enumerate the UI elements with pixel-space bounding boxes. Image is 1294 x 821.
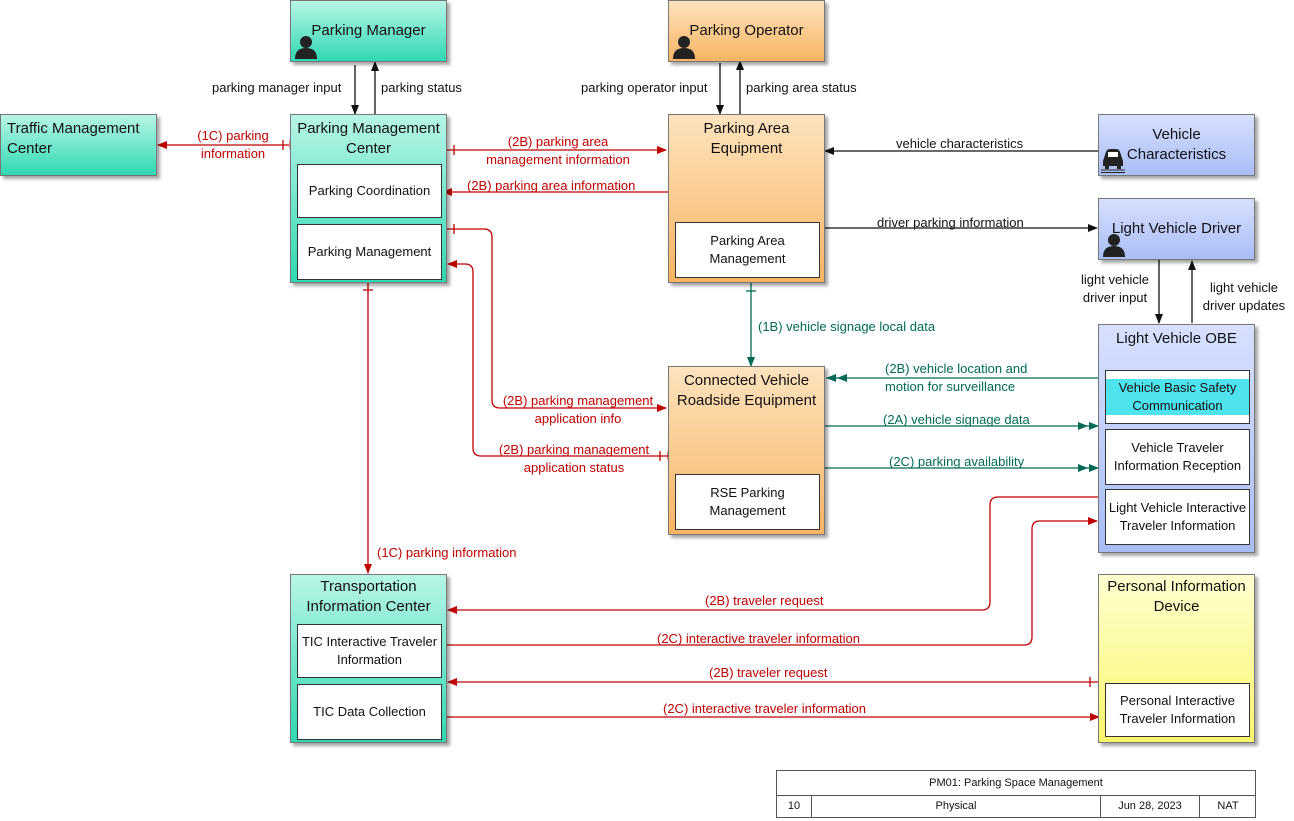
node-light-vehicle-obe-label: Light Vehicle OBE <box>1116 330 1237 347</box>
node-transportation-information-center-label: Transportation Information Center <box>306 578 431 615</box>
subsystem-personal-interactive-traveler-information[interactable]: Personal Interactive Traveler Informatio… <box>1105 683 1250 737</box>
subsystem-vehicle-traveler-information-reception-label: Vehicle Traveler Information Reception <box>1113 440 1242 473</box>
subsystem-parking-coordination[interactable]: Parking Coordination <box>297 164 442 218</box>
title-block-number: 10 <box>777 795 812 818</box>
flow-label-vehicle-characteristics: vehicle characteristics <box>896 136 1024 151</box>
vehicle-icon <box>1101 149 1125 173</box>
node-parking-operator[interactable]: Parking Operator <box>668 0 825 62</box>
subsystem-vehicle-basic-safety-communication-label: Vehicle Basic Safety Communication <box>1106 379 1249 415</box>
subsystem-lv-interactive-traveler-information-label: Light Vehicle Interactive Traveler Infor… <box>1108 500 1247 533</box>
node-parking-manager[interactable]: Parking Manager <box>290 0 447 62</box>
flow-label-pm-application-status: (2B) parking management application stat… <box>498 442 650 475</box>
flow-line-pm-application-info <box>444 228 667 412</box>
node-light-vehicle-obe[interactable]: Light Vehicle OBE Vehicle Basic Safety C… <box>1098 324 1255 553</box>
subsystem-parking-management[interactable]: Parking Management <box>297 224 442 280</box>
flow-label-parking-availability: (2C) parking availability <box>889 454 1025 469</box>
subsystem-tic-data-collection[interactable]: TIC Data Collection <box>297 684 442 740</box>
node-personal-information-device-label: Personal Information Device <box>1107 578 1246 615</box>
flow-label-traveler-request-pid: (2B) traveler request <box>709 665 828 680</box>
flow-label-vehicle-signage-data: (2A) vehicle signage data <box>883 412 1030 427</box>
flow-label-vehicle-location-motion: (2B) vehicle location and motion for sur… <box>885 361 1028 394</box>
node-parking-operator-label: Parking Operator <box>689 22 804 39</box>
flow-label-parking-area-status: parking area status <box>746 80 857 95</box>
node-parking-management-center[interactable]: Parking Management Center Parking Coordi… <box>290 114 447 283</box>
node-light-vehicle-driver[interactable]: Light Vehicle Driver <box>1098 198 1255 260</box>
node-connected-vehicle-roadside-equipment[interactable]: Connected Vehicle Roadside Equipment RSE… <box>668 366 825 535</box>
flow-label-traveler-request-obe: (2B) traveler request <box>705 593 824 608</box>
subsystem-rse-parking-management[interactable]: RSE Parking Management <box>675 474 820 530</box>
flow-line-pm-application-status <box>447 260 668 457</box>
person-icon <box>295 36 317 59</box>
flow-label-tic-parking-information: (1C) parking information <box>377 545 517 560</box>
flow-line-traveler-request-obe <box>447 496 1101 614</box>
subsystem-parking-management-label: Parking Management <box>307 244 432 259</box>
flow-label-parking-operator-input: parking operator input <box>581 80 708 95</box>
subsystem-tic-interactive-traveler-information-label: TIC Interactive Traveler Information <box>301 634 438 667</box>
flow-label-tmc-parking-information: (1C) parking information <box>197 128 269 161</box>
node-transportation-information-center[interactable]: Transportation Information Center TIC In… <box>290 574 447 743</box>
subsystem-parking-area-management-label: Parking Area Management <box>709 233 786 266</box>
flow-line-interactive-info-obe <box>447 517 1098 646</box>
flow-label-driver-parking-information: driver parking information <box>877 215 1024 230</box>
title-block-view: Physical <box>812 795 1101 818</box>
subsystem-vehicle-traveler-information-reception[interactable]: Vehicle Traveler Information Reception <box>1105 429 1250 485</box>
node-light-vehicle-driver-label: Light Vehicle Driver <box>1111 220 1242 237</box>
subsystem-tic-interactive-traveler-information[interactable]: TIC Interactive Traveler Information <box>297 624 442 678</box>
flow-label-light-vehicle-driver-updates: light vehicle driver updates <box>1202 280 1286 313</box>
subsystem-tic-data-collection-label: TIC Data Collection <box>313 704 426 719</box>
title-block: PM01: Parking Space Management 10 Physic… <box>776 770 1256 818</box>
title-block-date: Jun 28, 2023 <box>1101 795 1200 818</box>
node-vehicle-characteristics[interactable]: Vehicle Characteristics <box>1098 114 1255 176</box>
flow-label-pm-application-info: (2B) parking management application info <box>502 393 654 426</box>
node-parking-area-equipment-label: Parking Area Equipment <box>703 120 790 157</box>
node-traffic-management-center[interactable]: Traffic Management Center <box>0 114 157 176</box>
flow-label-vehicle-signage-local-data: (1B) vehicle signage local data <box>758 319 936 334</box>
node-parking-area-equipment[interactable]: Parking Area Equipment Parking Area Mana… <box>668 114 825 283</box>
flow-label-parking-area-information: (2B) parking area information <box>467 178 636 193</box>
flow-label-parking-status: parking status <box>381 80 462 95</box>
subsystem-lv-interactive-traveler-information[interactable]: Light Vehicle Interactive Traveler Infor… <box>1105 489 1250 545</box>
subsystem-rse-parking-management-label: RSE Parking Management <box>709 485 786 518</box>
node-parking-management-center-label: Parking Management Center <box>297 120 440 157</box>
title-block-title: PM01: Parking Space Management <box>777 771 1255 796</box>
flow-label-interactive-traveler-info-obe: (2C) interactive traveler information <box>657 631 861 646</box>
flow-label-parking-area-management-information: (2B) parking area management information <box>486 134 630 167</box>
flow-label-light-vehicle-driver-input: light vehicle driver input <box>1081 272 1149 305</box>
node-personal-information-device[interactable]: Personal Information Device Personal Int… <box>1098 574 1255 743</box>
subsystem-vehicle-basic-safety-communication[interactable]: Vehicle Basic Safety Communication <box>1105 370 1250 424</box>
subsystem-personal-interactive-traveler-information-label: Personal Interactive Traveler Informatio… <box>1119 693 1236 726</box>
node-traffic-management-center-label: Traffic Management Center <box>7 120 140 157</box>
person-icon <box>1103 234 1125 257</box>
subsystem-parking-area-management[interactable]: Parking Area Management <box>675 222 820 278</box>
title-block-scope: NAT <box>1217 800 1239 812</box>
subsystem-parking-coordination-label: Parking Coordination <box>308 183 431 198</box>
person-icon <box>673 36 695 59</box>
node-connected-vehicle-roadside-equipment-label: Connected Vehicle Roadside Equipment <box>676 372 817 409</box>
flow-label-parking-manager-input: parking manager input <box>212 80 342 95</box>
flow-label-interactive-traveler-info-pid: (2C) interactive traveler information <box>663 701 867 716</box>
node-parking-manager-label: Parking Manager <box>311 22 426 39</box>
node-vehicle-characteristics-label: Vehicle Characteristics <box>1126 126 1227 163</box>
